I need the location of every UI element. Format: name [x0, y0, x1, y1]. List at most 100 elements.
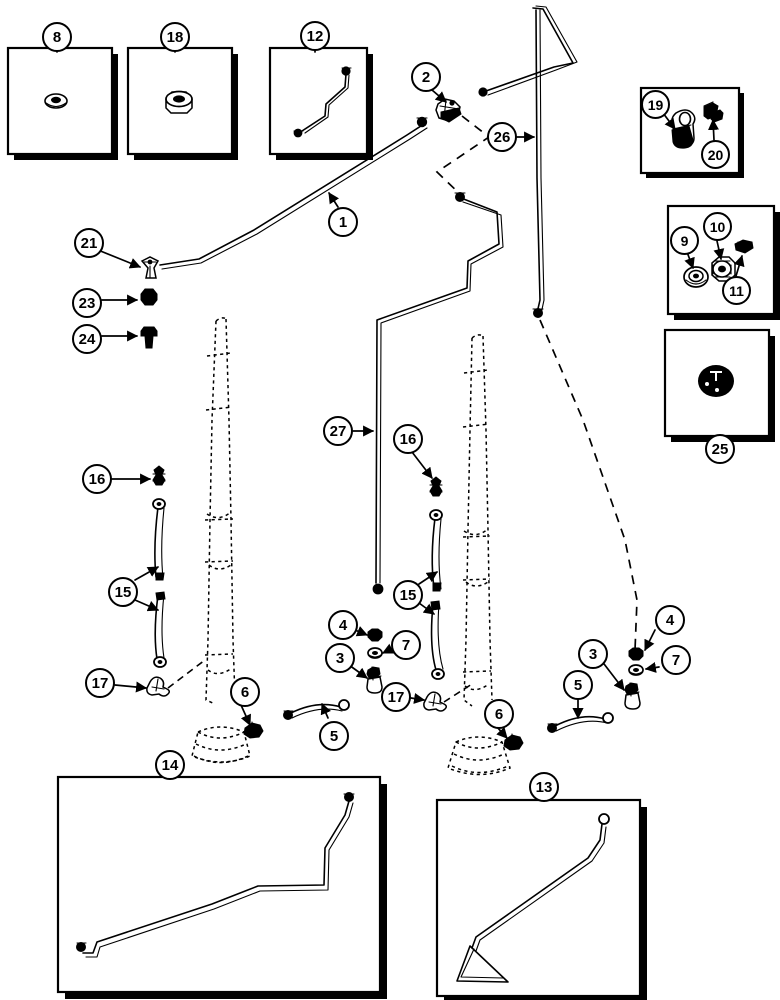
part-15-hose-left-lower	[153, 591, 167, 668]
part-16-coupling-center	[429, 476, 443, 497]
callout-26[interactable]: 26	[487, 122, 517, 152]
callout-label: 6	[240, 683, 250, 701]
callout-label: 25	[711, 440, 729, 458]
callout-label: 23	[78, 294, 96, 312]
part-4-nut-center	[367, 628, 383, 642]
callout-7-center[interactable]: 7	[391, 630, 421, 660]
callout-15-center[interactable]: 15	[393, 580, 423, 610]
part-5-short-tube-right	[547, 712, 614, 733]
part-4-nut-right	[628, 647, 644, 661]
callout-21[interactable]: 21	[74, 228, 104, 258]
callout-label: 13	[535, 778, 553, 796]
valve-part-10	[711, 256, 736, 282]
detail-box-8	[6, 46, 118, 160]
callout-13[interactable]: 13	[529, 772, 559, 802]
detail-box-12	[268, 46, 373, 160]
callout-label: 5	[329, 727, 339, 745]
callout-label: 16	[88, 470, 106, 488]
callout-9[interactable]: 9	[670, 226, 699, 255]
detail-box-14	[56, 775, 387, 999]
ghost-cylinder-right	[447, 334, 511, 776]
part-5-short-tube-left	[283, 699, 350, 720]
callout-label: 15	[114, 583, 132, 601]
callout-17-center[interactable]: 17	[381, 682, 411, 712]
callout-5-left[interactable]: 5	[319, 721, 349, 751]
part-3-elbow-center	[366, 666, 383, 694]
callout-8[interactable]: 8	[42, 22, 72, 52]
part-24-plug-screw	[140, 326, 158, 349]
callout-3-right[interactable]: 3	[578, 639, 608, 669]
part-26-vertical-tube	[478, 5, 578, 318]
callout-12[interactable]: 12	[300, 21, 330, 51]
part-2-tee-fitting	[435, 98, 462, 123]
callout-label: 17	[91, 674, 109, 692]
callout-label: 16	[399, 430, 417, 448]
callout-label: 14	[161, 756, 179, 774]
callout-4-right[interactable]: 4	[655, 605, 685, 635]
part-7-washer-right	[628, 664, 644, 676]
callout-label: 26	[493, 128, 511, 146]
callout-label: 17	[387, 688, 405, 706]
callout-17-left[interactable]: 17	[85, 668, 115, 698]
callout-20[interactable]: 20	[701, 140, 730, 169]
callout-5-right[interactable]: 5	[563, 670, 593, 700]
callout-16-left[interactable]: 16	[82, 464, 112, 494]
part-21-tee-connector	[140, 256, 160, 279]
clamp-part-19	[671, 109, 696, 149]
callout-label: 3	[335, 649, 345, 667]
callout-label: 11	[729, 282, 744, 299]
part-15-hose-center-lower	[430, 600, 445, 680]
part-15-hose-center-upper	[429, 509, 443, 592]
detail-box-9	[666, 204, 780, 320]
part-6-connector-right	[503, 733, 524, 751]
callout-3-center[interactable]: 3	[325, 643, 355, 673]
nipple-part-11	[734, 239, 754, 254]
callout-7-right[interactable]: 7	[661, 645, 691, 675]
tube-part-12	[293, 66, 352, 138]
callout-label: 21	[80, 234, 98, 252]
dashed-route-upper	[435, 115, 491, 197]
callout-label: 1	[338, 213, 348, 231]
ghost-cylinder-left	[191, 317, 251, 764]
callout-25[interactable]: 25	[705, 434, 735, 464]
detail-box-25	[663, 328, 775, 442]
callout-6-left[interactable]: 6	[230, 677, 260, 707]
callout-4-center[interactable]: 4	[328, 610, 358, 640]
callout-27[interactable]: 27	[323, 416, 353, 446]
callout-label: 24	[78, 330, 96, 348]
callout-19[interactable]: 19	[641, 90, 670, 119]
callout-label: 5	[573, 676, 583, 694]
part-6-connector-left	[243, 721, 264, 739]
callout-6-right[interactable]: 6	[484, 699, 514, 729]
callout-label: 4	[338, 616, 348, 634]
callout-label: 9	[680, 232, 689, 249]
callout-label: 10	[709, 218, 726, 235]
callout-24[interactable]: 24	[72, 324, 102, 354]
part-17-elbow-center	[423, 683, 473, 712]
dashed-route-right	[539, 319, 638, 651]
part-7-washer-center	[367, 647, 383, 659]
washer-part-8	[44, 93, 68, 109]
callout-label: 27	[329, 422, 347, 440]
cap-part-25	[698, 365, 734, 397]
detail-box-18	[126, 46, 238, 160]
callout-18[interactable]: 18	[160, 22, 190, 52]
callout-label: 8	[52, 28, 62, 46]
tube-part-14	[76, 792, 355, 958]
callout-15-left[interactable]: 15	[108, 577, 138, 607]
callout-10[interactable]: 10	[703, 212, 732, 241]
callout-1[interactable]: 1	[328, 207, 358, 237]
callout-2[interactable]: 2	[411, 62, 441, 92]
part-23-cap-nut	[140, 288, 158, 306]
seal-part-9	[683, 266, 709, 288]
callout-11[interactable]: 11	[722, 276, 751, 305]
callout-23[interactable]: 23	[72, 288, 102, 318]
callout-16-center[interactable]: 16	[393, 424, 423, 454]
tube-part-13	[456, 813, 610, 983]
callout-14[interactable]: 14	[155, 750, 185, 780]
callout-label: 15	[399, 586, 417, 604]
part-27-center-tube	[372, 192, 504, 595]
part-16-coupling-left	[152, 465, 166, 486]
